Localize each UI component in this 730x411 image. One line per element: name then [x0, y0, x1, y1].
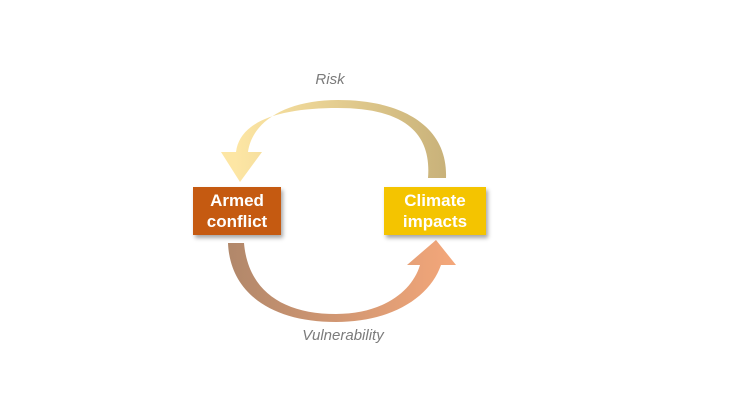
vulnerability-label: Vulnerability [302, 327, 384, 344]
climate-impacts-box: Climate impacts [384, 187, 486, 235]
vulnerability-arrow [228, 240, 456, 322]
risk-arrow [221, 100, 447, 182]
armed-conflict-box: Armed conflict [193, 187, 281, 235]
armed-conflict-line1: Armed [210, 191, 264, 210]
armed-conflict-line2: conflict [206, 212, 268, 231]
risk-label: Risk [315, 71, 345, 88]
climate-impacts-line1: Climate [404, 191, 466, 210]
climate-impacts-line2: impacts [402, 212, 468, 231]
